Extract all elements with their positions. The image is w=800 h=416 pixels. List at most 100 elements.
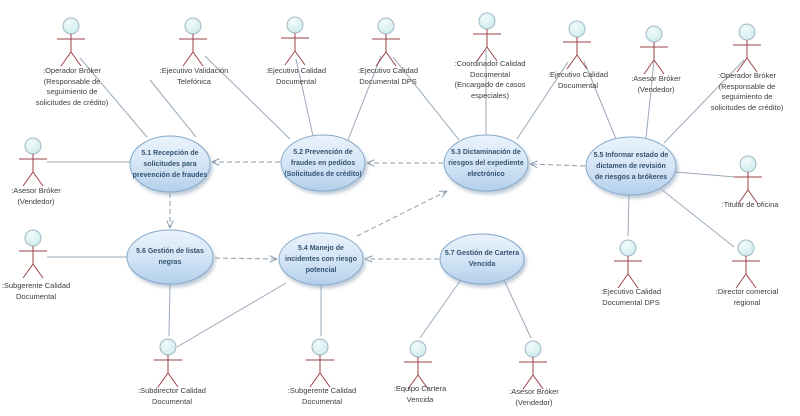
actor-label-asesor-broker-top: :Asesor Bróker(Vendedor) xyxy=(606,74,706,95)
actor-label-line: :Ejecutivo Validación xyxy=(159,66,229,75)
usecase-label-line: 5.7 Gestión de Cartera xyxy=(444,250,520,257)
actor-label-line: (Responsable de xyxy=(43,76,101,86)
actor-label-line: solicitudes de crédito) xyxy=(710,102,784,112)
usecase-label-line: Vencida xyxy=(468,261,496,268)
usecase-uc-5-3 xyxy=(443,134,529,192)
actor-label-line: :Asesor Bróker xyxy=(11,186,61,195)
actor-label-line: (Responsable de xyxy=(718,81,776,91)
actor-subdirector-calidad-icon xyxy=(154,338,182,388)
usecase-label-line: riesgos del expediente xyxy=(448,159,524,167)
dependency-uc-5-4--uc-5-3 xyxy=(356,190,448,237)
actor-label-line: :Asesor Bróker xyxy=(631,74,681,83)
association-ejecutivo-validacion--uc-5-1 xyxy=(149,79,197,138)
usecase-uc-5-2 xyxy=(280,134,366,192)
actor-label-line: Vencida xyxy=(406,394,434,404)
usecase-label-uc-5-1: 5.1 Recepción de solicitudes para prevenci… xyxy=(115,136,225,192)
actor-label-line: (Vendedor) xyxy=(515,397,553,407)
association-equipo-cartera--uc-5-7 xyxy=(419,280,461,339)
actor-label-line: :Titular de oficina xyxy=(721,200,779,209)
actor-label-line: :Operador Bróker xyxy=(718,71,776,80)
usecase-label-line: dictamen de revisión xyxy=(596,162,666,170)
actor-label-line: :Ejecutivo Calidad xyxy=(357,66,419,75)
actor-label-line: solicitudes de crédito) xyxy=(35,97,109,107)
actor-label-line: :Ejecutivo Calidad xyxy=(547,70,609,79)
association-operador-broker-2--uc-5-5 xyxy=(663,59,745,144)
actor-label-line: Documental DPS xyxy=(602,297,660,307)
dependency-uc-5-7--uc-5-4 xyxy=(364,255,439,263)
actor-label-line: :Director comercial xyxy=(715,287,779,296)
actor-label-line: :Operador Bróker xyxy=(43,66,101,75)
association-ejecutivo-calidad-dps-1--uc-5-2 xyxy=(347,55,382,141)
actor-subgerente-calidad-bottom-icon xyxy=(306,338,334,388)
actor-ejecutivo-calidad-dps-1-icon xyxy=(372,17,400,67)
usecase-label-line: negras xyxy=(158,259,182,266)
usecase-label-line: 5.2 Prevención de xyxy=(293,148,353,156)
actor-operador-broker-1-icon xyxy=(57,17,85,67)
usecase-uc-5-6 xyxy=(126,229,214,285)
actor-label-line: Documental xyxy=(275,76,317,86)
actor-ejecutivo-calidad-1-icon xyxy=(281,16,309,66)
actor-label-line: (Vendedor) xyxy=(637,84,675,94)
dependency-uc-5-3--uc-5-2 xyxy=(366,159,443,167)
actor-label-line: :Ejecutivo Calidad xyxy=(600,287,662,296)
actor-label-line: Documental xyxy=(15,291,57,301)
actor-label-line: Telefónica xyxy=(177,76,211,86)
actor-label-line: (Encargado de casos xyxy=(454,80,526,89)
usecase-uc-5-5 xyxy=(585,136,677,196)
actor-label-line: Documental xyxy=(301,396,343,406)
association-ejecutivo-calidad-1--uc-5-2 xyxy=(295,58,314,137)
actor-ejecutivo-calidad-dps-2-icon xyxy=(614,239,642,289)
association-ejecutivo-calidad-2--uc-5-5 xyxy=(583,60,617,140)
association-director-comercial--uc-5-5 xyxy=(660,188,735,248)
actor-label-asesor-broker-bottom: :Asesor Bróker(Vendedor) xyxy=(484,387,584,408)
usecase-label-line: electrónico xyxy=(467,170,505,178)
association-operador-broker-1--uc-5-1 xyxy=(79,57,148,138)
association-subdirector-calidad--uc-5-4 xyxy=(176,282,287,348)
dependency-uc-5-5--uc-5-3 xyxy=(529,160,586,168)
usecase-label-line: 5.4 Manejo de xyxy=(298,244,344,252)
association-subdirector-calidad--uc-5-6 xyxy=(168,283,171,337)
actor-label-line: Documental xyxy=(469,69,511,79)
actor-asesor-broker-top-icon xyxy=(640,25,668,75)
usecase-label-line: 5.6 Gestión de listas xyxy=(136,248,204,255)
actor-label-line: :Equipo Cartera xyxy=(393,384,447,393)
usecase-label-uc-5-4: 5.4 Manejo de incidentes con riesgo potenc… xyxy=(266,233,376,285)
actor-label-line: :Coordinador Calidad xyxy=(454,59,526,68)
actor-label-asesor-broker-left: :Asesor Bróker(Vendedor) xyxy=(0,186,81,207)
usecase-label-line: fraudes en pedidos xyxy=(290,159,356,167)
usecase-label-line: solicitudes para xyxy=(143,160,197,168)
actor-ejecutivo-calidad-2-icon xyxy=(563,20,591,70)
association-ejecutivo-calidad-2--uc-5-3 xyxy=(516,61,569,140)
actor-label-line: seguimiento de xyxy=(46,87,98,96)
usecase-label-line: incidentes con riesgo xyxy=(285,255,357,263)
actor-label-line: Documental DPS xyxy=(359,76,417,86)
association-ejecutivo-calidad-dps-2--uc-5-5 xyxy=(627,194,630,237)
actor-label-line: :Ejecutivo Calidad xyxy=(265,66,327,75)
dependency-uc-5-6--uc-5-4 xyxy=(214,255,278,263)
actor-titular-oficina-icon xyxy=(734,155,762,205)
association-ejecutivo-validacion--uc-5-2 xyxy=(204,55,291,140)
actor-label-line: :Asesor Bróker xyxy=(509,387,559,396)
actor-label-line: :Subgerente Calidad xyxy=(1,281,71,290)
dependency-uc-5-2--uc-5-1 xyxy=(211,158,280,166)
actor-label-line: regional xyxy=(733,297,761,307)
usecase-label-line: potencial xyxy=(305,266,337,274)
usecase-label-line: 5.1 Recepción de xyxy=(141,149,199,157)
usecase-label-line: prevención de fraudes xyxy=(132,171,208,179)
usecase-uc-5-1 xyxy=(129,135,211,193)
actor-label-line: especiales) xyxy=(471,90,509,100)
usecase-label-line: 5.5 Informar estado de xyxy=(593,151,669,159)
actor-label-line: :Subdirector Calidad xyxy=(138,386,206,395)
